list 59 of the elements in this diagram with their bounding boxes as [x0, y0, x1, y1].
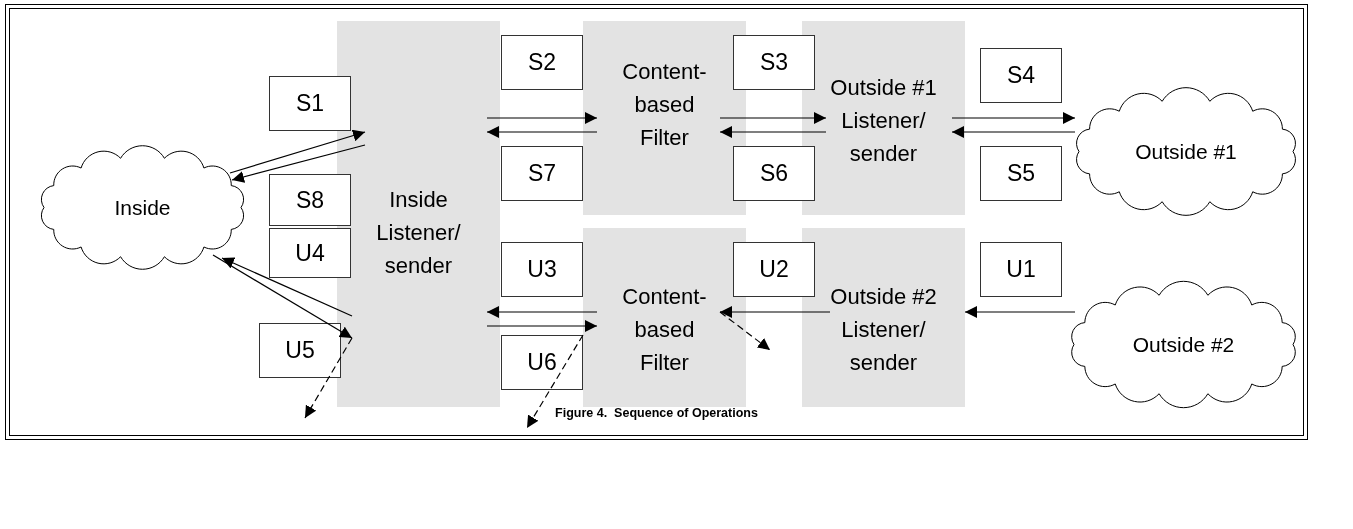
component-panel: [337, 21, 500, 407]
arrow: [964, 306, 1076, 318]
step-label: U4: [295, 239, 325, 267]
component-label: Outside #2 Listener/ sender: [829, 283, 938, 377]
step-label: S8: [295, 186, 325, 214]
step-label: U2: [759, 256, 789, 283]
figure-caption: Figure 4. Sequence of Operations: [554, 406, 759, 420]
step-box: [980, 146, 1062, 201]
arrow: [719, 126, 827, 138]
component-panel: [583, 21, 746, 215]
arrow: [221, 257, 353, 317]
step-box: [501, 335, 583, 390]
arrow: [304, 337, 353, 419]
step-label: U6: [527, 349, 557, 376]
step-box: [269, 76, 351, 131]
cloud-label: Outside #2: [1132, 332, 1235, 357]
arrow: [486, 306, 598, 318]
component-panel: [802, 228, 965, 407]
component-label: Outside #1 Listener/ sender: [829, 74, 938, 168]
step-box: [980, 242, 1062, 297]
step-box: [501, 242, 583, 297]
arrow: [486, 126, 598, 138]
component-panel: [802, 21, 965, 215]
arrow: [212, 254, 353, 339]
step-box: [980, 48, 1062, 103]
step-label: S1: [295, 90, 325, 117]
step-label: U5: [285, 337, 315, 364]
step-label: U1: [1006, 256, 1036, 283]
arrow: [719, 306, 831, 318]
arrow: [951, 112, 1076, 124]
step-box: [733, 242, 815, 297]
step-box: [733, 35, 815, 90]
arrow: [719, 311, 771, 351]
step-box: [501, 146, 583, 201]
step-box: [259, 323, 341, 378]
step-label: U3: [527, 256, 557, 283]
step-label: S5: [1006, 160, 1036, 187]
step-box: [269, 174, 351, 226]
step-label: S2: [527, 49, 557, 76]
arrow: [526, 334, 584, 429]
arrow: [951, 126, 1076, 138]
arrow: [229, 129, 366, 174]
arrow: [486, 320, 598, 332]
step-label: S7: [527, 160, 557, 187]
step-box: [501, 35, 583, 90]
arrow: [719, 112, 827, 124]
step-label: S6: [759, 160, 789, 187]
component-label: Content- based Filter: [621, 58, 708, 152]
component-label: Content- based Filter: [621, 283, 708, 377]
step-label: S4: [1006, 62, 1036, 89]
step-label: S3: [759, 49, 789, 76]
step-box: [269, 228, 351, 278]
cloud-label: Outside #1: [1135, 139, 1237, 164]
arrow: [486, 112, 598, 124]
cloud-label: Inside: [114, 195, 171, 220]
step-box: [733, 146, 815, 201]
component-label: Inside Listener/ sender: [375, 186, 462, 280]
arrow: [231, 144, 366, 183]
component-panel: [583, 228, 746, 407]
